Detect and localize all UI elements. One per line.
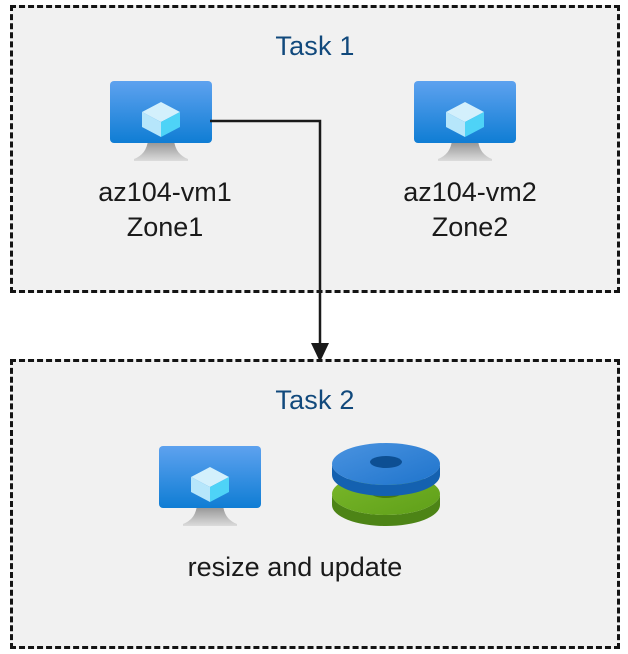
virtual-machine-icon <box>108 79 214 171</box>
task2-title: Task 2 <box>275 385 355 415</box>
disks-icon <box>330 440 442 526</box>
task1-title: Task 1 <box>275 31 355 61</box>
virtual-machine-icon <box>157 444 263 536</box>
vm2-label: az104-vm2 Zone2 <box>403 177 537 242</box>
task2-caption: resize and update <box>187 552 403 582</box>
task1-container: Task 1 <box>10 5 620 293</box>
task2-container: Task 2 <box>10 359 620 649</box>
vm1-label: az104-vm1 Zone1 <box>98 177 232 242</box>
virtual-machine-icon <box>412 79 518 171</box>
